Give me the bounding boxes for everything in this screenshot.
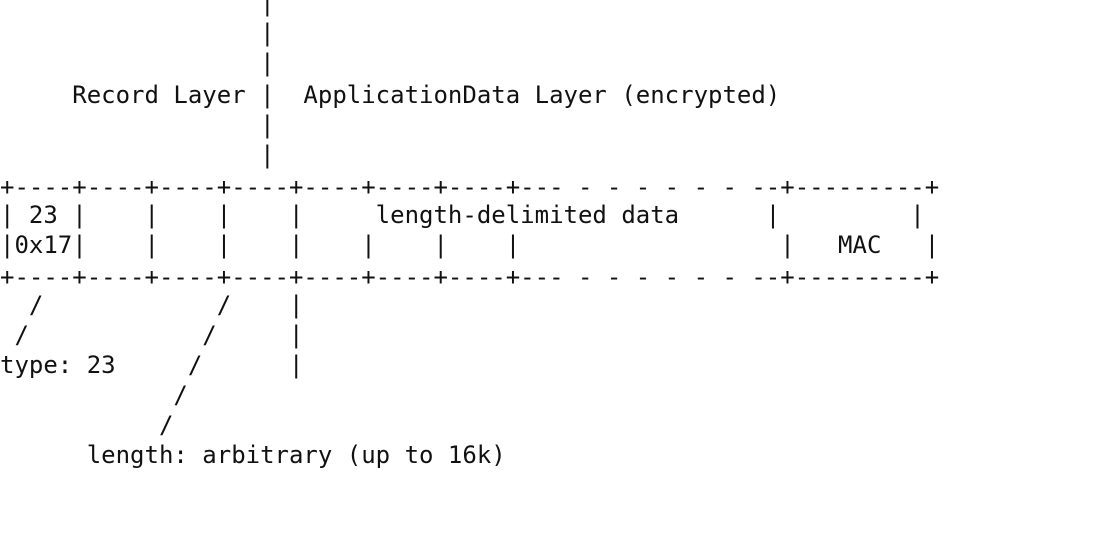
pointer-line-4: / [0,381,188,409]
record-layer-label: Record Layer | ApplicationData Layer (en… [0,81,781,109]
record-bottom-border: +----+----+----+----+----+----+----+--- … [0,263,940,291]
diagram-line-01: | [0,0,275,17]
record-fields-row-1: | 23 | | | | length-delimited data | | [0,201,925,229]
length-label: length: arbitrary (up to 16k) [0,441,506,469]
pointer-line-1: / / | [0,291,304,319]
type-label: type: 23 / | [0,351,304,379]
pointer-line-2: / / | [0,321,304,349]
diagram-line-02: | [0,19,275,47]
diagram-line-05: | [0,111,275,139]
record-fields-row-2: |0x17| | | | | | | | MAC | [0,231,940,259]
record-top-border: +----+----+----+----+----+----+----+--- … [0,173,940,201]
diagram-line-03: | [0,49,275,77]
diagram-line-06: | [0,141,275,169]
pointer-line-5: / [0,411,174,439]
